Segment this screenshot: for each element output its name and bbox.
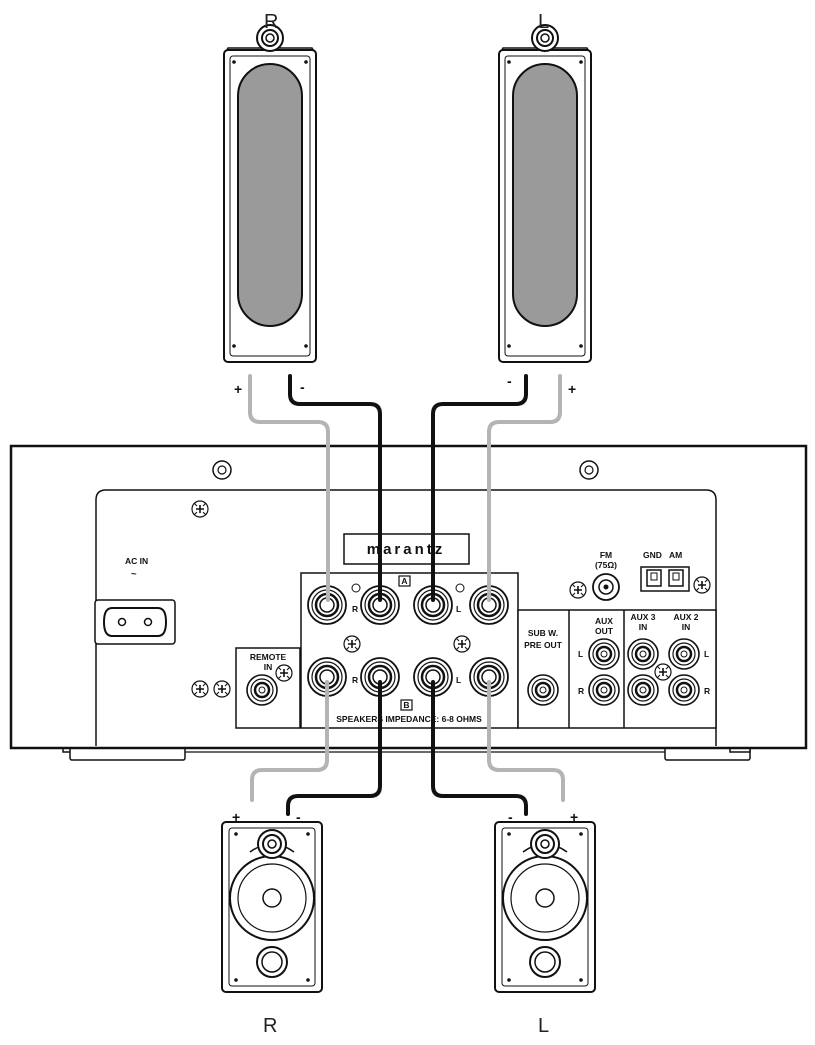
terminal-a-l-label: L [456,604,461,614]
fm-label: FM [600,550,612,560]
panel-screw [213,680,231,698]
am-antenna-terminal[interactable] [640,566,690,592]
aux3-r-jack[interactable] [626,673,660,707]
brand-logo: marantz [367,541,446,558]
bookshelf-speaker-right [221,821,323,993]
gnd-label: GND [643,550,662,560]
wire-bookshelf-left-negative [431,680,528,816]
subw-label-2: PRE OUT [524,640,563,650]
tower-speaker-left [498,24,592,363]
wire-tower-right-negative [288,374,382,602]
remote-in-label-2: IN [264,662,273,672]
terminal-a-label: A [401,576,407,586]
aux-out-l-label: L [578,649,583,659]
am-screw [693,576,711,594]
wire-bookshelf-left-positive [487,680,565,802]
tower-left-label: L [538,11,549,33]
remote-screw [275,664,293,682]
ac-inlet [94,599,176,645]
panel-screw [191,500,209,518]
aux-screw [654,663,672,681]
aux2-l-jack[interactable] [667,637,701,671]
subw-pre-out-jack[interactable] [526,673,560,707]
ac-symbol: ~ [131,569,137,580]
aux2-label-2: IN [682,622,691,632]
aux2-label-1: AUX 2 [673,612,698,622]
speakers-impedance-label: SPEAKERS IMPEDANCE: 6-8 OHMS [336,714,482,724]
bookshelf-right-label: R [263,1015,277,1037]
subw-label-1: SUB W. [528,628,558,638]
panel-screw [191,680,209,698]
fm-screw [569,581,587,599]
bookshelf-right-plus: + [232,809,240,825]
amplifier-rear-panel: AC IN ~ marantz A B R L R L SPEAKERS IMP… [9,444,808,761]
aux2-r-jack[interactable] [667,673,701,707]
aux-l-label: L [704,649,709,659]
tower-right-plus: + [234,381,242,397]
ac-in-label: AC IN [125,556,148,566]
top-mount-screw-left [212,460,232,480]
bookshelf-left-label: L [538,1015,549,1037]
tower-right-label: R [264,11,278,33]
wire-tower-left-positive [487,374,562,602]
tower-left-plus: + [568,381,576,397]
aux-out-label-1: AUX [595,616,613,626]
aux-out-label-2: OUT [595,626,614,636]
terminal-b-r-label: R [352,675,358,685]
brand-plate: marantz [343,533,470,565]
wire-bookshelf-right-positive [250,680,329,802]
terminal-b-label: B [403,700,409,710]
am-label: AM [669,550,682,560]
wire-tower-left-negative [431,374,528,602]
aux-r-label: R [704,686,710,696]
aux3-label-2: IN [639,622,648,632]
aux-out-l-jack[interactable] [587,637,621,671]
terminal-screw [343,635,361,653]
aux-out-r-jack[interactable] [587,673,621,707]
terminal-a-r-label: R [352,604,358,614]
bookshelf-right-minus: - [296,809,301,825]
tower-left-minus: - [507,373,512,389]
bookshelf-left-minus: - [508,809,513,825]
tower-speaker-right [223,24,317,363]
remote-in-label-1: REMOTE [250,652,287,662]
top-mount-screw-right [579,460,599,480]
terminal-b-l-label: L [456,675,461,685]
terminal-screw [453,635,471,653]
bookshelf-left-plus: + [570,809,578,825]
aux3-label-1: AUX 3 [630,612,655,622]
fm-ohm-label: (75Ω) [595,560,617,570]
tower-right-minus: - [300,379,305,395]
wire-bookshelf-right-negative [286,680,382,816]
remote-in-jack[interactable] [245,673,279,707]
bookshelf-speaker-left [494,821,596,993]
wire-tower-right-positive [248,374,330,602]
aux-out-r-label: R [578,686,584,696]
fm-antenna-jack[interactable] [592,573,620,601]
aux3-l-jack[interactable] [626,637,660,671]
